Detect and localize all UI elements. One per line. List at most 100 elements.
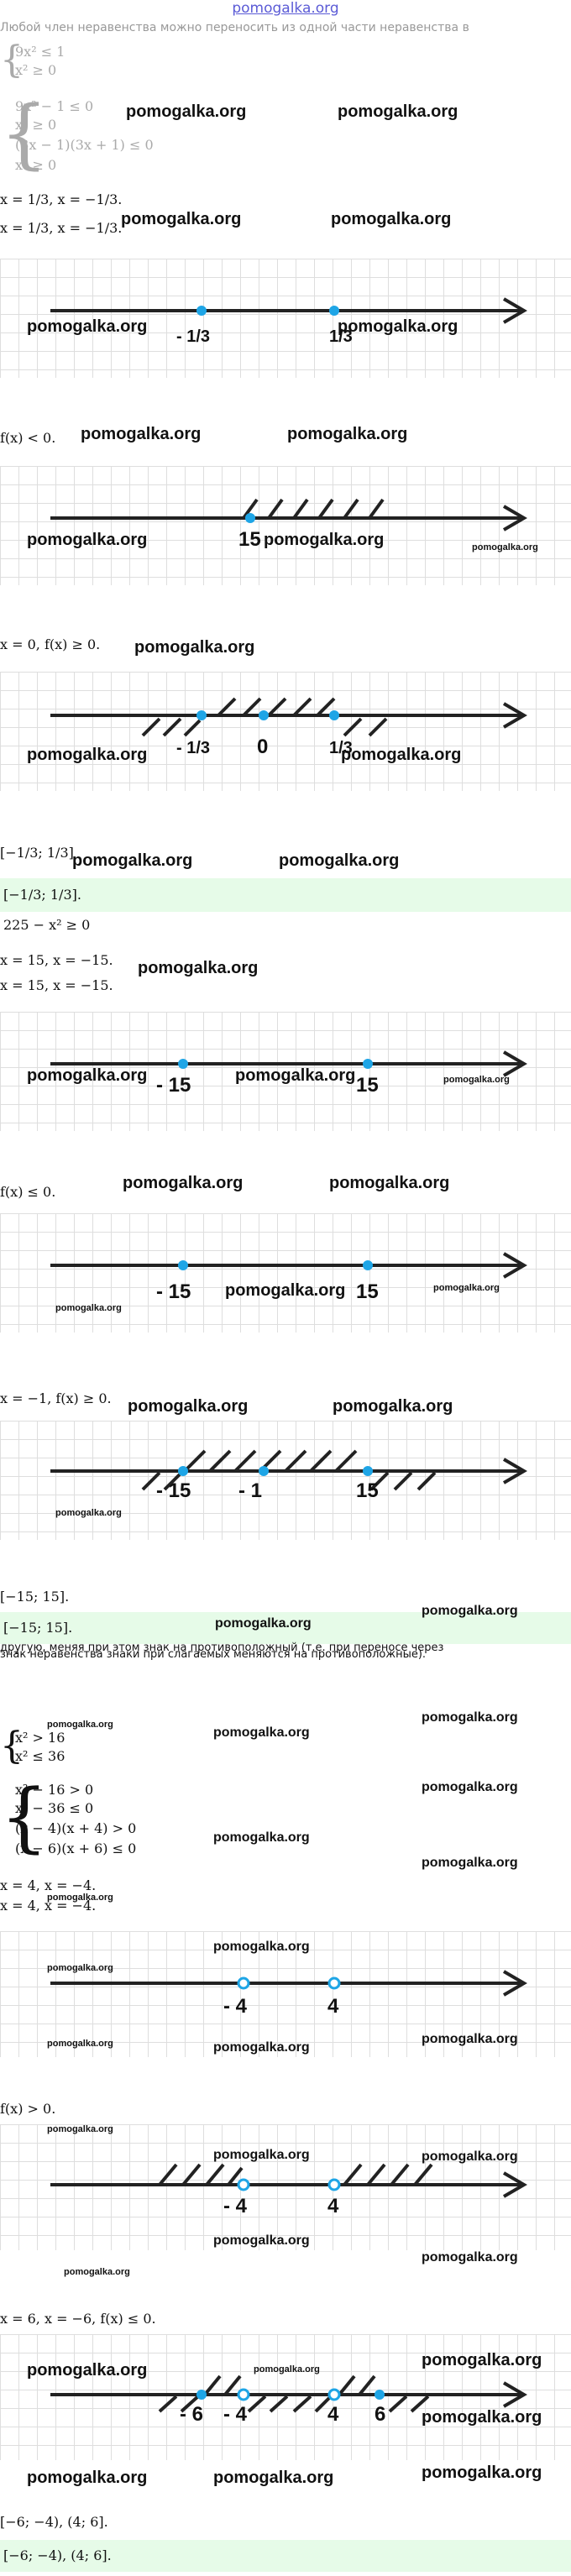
- watermark: pomogalka.org: [213, 2233, 310, 2248]
- label-neg-third: - 1/3: [176, 739, 211, 757]
- task3-roots-line-2: x = 4, x = −4.: [0, 1898, 97, 1914]
- watermark: pomogalka.org: [72, 851, 193, 870]
- point-zero: [259, 710, 269, 720]
- label-third: 1/3: [329, 327, 353, 346]
- watermark: pomogalka.org: [422, 1604, 518, 1618]
- number-line-3: - 1/3 0 1/3: [0, 672, 571, 791]
- watermark: pomogalka.org: [331, 210, 452, 228]
- watermark: pomogalka.org: [138, 959, 259, 977]
- watermark: pomogalka.org: [264, 531, 385, 549]
- watermark: pomogalka.org: [27, 1066, 148, 1085]
- point-neg-third: [196, 306, 207, 316]
- watermark: pomogalka.org: [279, 851, 400, 870]
- task3-roots-line: x = 4, x = −4.: [0, 1877, 97, 1893]
- task1-answer: [−1/3; 1/3]: [0, 845, 74, 861]
- task1-roots-line: x = 1/3, x = −1/3.: [0, 191, 123, 207]
- label-neg4: - 4: [223, 2195, 248, 2217]
- label-15: 15: [238, 528, 261, 551]
- watermark: pomogalka.org: [443, 1075, 510, 1085]
- watermark: pomogalka.org: [213, 1725, 310, 1740]
- watermark: pomogalka.org: [433, 1283, 500, 1293]
- number-line-2: 15: [0, 466, 571, 585]
- point-third: [329, 710, 339, 720]
- label-15: 15: [356, 1280, 379, 1303]
- watermark: pomogalka.org: [329, 1174, 450, 1192]
- task2-answer-box: [−15; 15].: [0, 1612, 571, 1644]
- task3-answer-box: [−6; −4), (4; 6].: [0, 2540, 571, 2572]
- point-6: [375, 2390, 385, 2400]
- watermark: pomogalka.org: [121, 210, 242, 228]
- watermark: pomogalka.org: [128, 1397, 249, 1416]
- label-third: 1/3: [329, 739, 353, 757]
- label-neg15: - 15: [156, 1074, 191, 1097]
- task2-roots-line: x = 15, x = −15.: [0, 952, 113, 968]
- watermark: pomogalka.org: [422, 2408, 542, 2427]
- intro-text-2: другую, меняя при этом знак на противопо…: [0, 1641, 444, 1654]
- watermark: pomogalka.org: [422, 2351, 542, 2369]
- watermark: pomogalka.org: [55, 1303, 122, 1313]
- watermark: pomogalka.org: [213, 2469, 334, 2487]
- label-6: 6: [375, 2403, 386, 2426]
- point-neg15: [178, 1260, 188, 1270]
- watermark: pomogalka.org: [422, 1856, 518, 1870]
- watermark: pomogalka.org: [254, 2364, 320, 2374]
- task3-answer: [−6; −4), (4; 6].: [0, 2514, 108, 2530]
- number-line-5: - 15 15: [0, 1213, 571, 1333]
- watermark: pomogalka.org: [341, 746, 462, 764]
- task3-system1: { x² > 16 x² ≤ 36: [0, 1725, 65, 1767]
- watermark: pomogalka.org: [472, 542, 538, 552]
- point-neg-third: [196, 710, 207, 720]
- task2-answer: [−15; 15].: [0, 1589, 70, 1605]
- label-neg15: - 15: [156, 1280, 191, 1303]
- label-neg6: - 6: [180, 2403, 204, 2426]
- task2-check-line: x = −1, f(x) ≥ 0.: [0, 1390, 112, 1406]
- watermark: pomogalka.org: [27, 317, 148, 336]
- watermark: pomogalka.org: [55, 1508, 122, 1518]
- task2-roots-line-2: x = 15, x = −15.: [0, 977, 113, 993]
- point-15: [245, 513, 255, 523]
- task1-system2: { 9x² − 1 ≤ 0 x² ≥ 0 (3x − 1)(3x + 1) ≤ …: [0, 90, 154, 178]
- watermark: pomogalka.org: [338, 317, 458, 336]
- number-line-8: - 4 4: [0, 2124, 571, 2250]
- task3-check-line: x = 6, x = −6, f(x) ≤ 0.: [0, 2311, 156, 2327]
- watermark: pomogalka.org: [235, 1066, 356, 1085]
- point-neg4: [237, 1977, 250, 1990]
- point-4: [327, 2388, 341, 2401]
- watermark: pomogalka.org: [47, 2124, 113, 2134]
- watermark: pomogalka.org: [422, 1710, 518, 1725]
- watermark: pomogalka.org: [215, 1616, 312, 1631]
- watermark: pomogalka.org: [27, 2361, 148, 2380]
- task3-system2: { x² − 16 > 0 x² − 36 ≤ 0 (x − 4)(x + 4)…: [0, 1773, 137, 1861]
- intro-text-3: знак неравенства знаки при слагаемых мен…: [0, 1648, 427, 1661]
- point-neg4: [237, 2388, 250, 2401]
- point-neg15: [178, 1059, 188, 1069]
- watermark: pomogalka.org: [422, 2149, 518, 2164]
- watermark: pomogalka.org: [27, 531, 148, 549]
- task1-system1: { 9x² ≤ 1 x² ≥ 0: [0, 39, 65, 81]
- watermark: pomogalka.org: [47, 1720, 113, 1730]
- watermark: pomogalka.org: [64, 2267, 130, 2277]
- point-4: [327, 2178, 341, 2191]
- watermark: pomogalka.org: [422, 2250, 518, 2264]
- point-4: [327, 1977, 341, 1990]
- label-15: 15: [356, 1074, 379, 1097]
- label-4: 4: [327, 2195, 339, 2217]
- site-title-link[interactable]: pomogalka.org: [232, 0, 339, 17]
- number-line-7: - 4 4: [0, 1931, 571, 2057]
- watermark: pomogalka.org: [422, 2032, 518, 2046]
- watermark: pomogalka.org: [213, 2040, 310, 2055]
- watermark: pomogalka.org: [338, 102, 458, 121]
- label-4: 4: [327, 2403, 339, 2426]
- watermark: pomogalka.org: [287, 425, 408, 443]
- watermark: pomogalka.org: [27, 746, 148, 764]
- watermark: pomogalka.org: [81, 425, 202, 443]
- task1-sign-line: f(x) < 0.: [0, 430, 56, 446]
- watermark: pomogalka.org: [27, 2469, 148, 2487]
- point-neg6: [196, 2390, 207, 2400]
- label-neg15: - 15: [156, 1479, 191, 1502]
- label-4: 4: [327, 1995, 339, 2018]
- point-15: [363, 1059, 373, 1069]
- number-line-6: - 15 - 1 15: [0, 1421, 571, 1540]
- point-neg15: [178, 1466, 188, 1476]
- task1-check-line: x = 0, f(x) ≥ 0.: [0, 636, 101, 652]
